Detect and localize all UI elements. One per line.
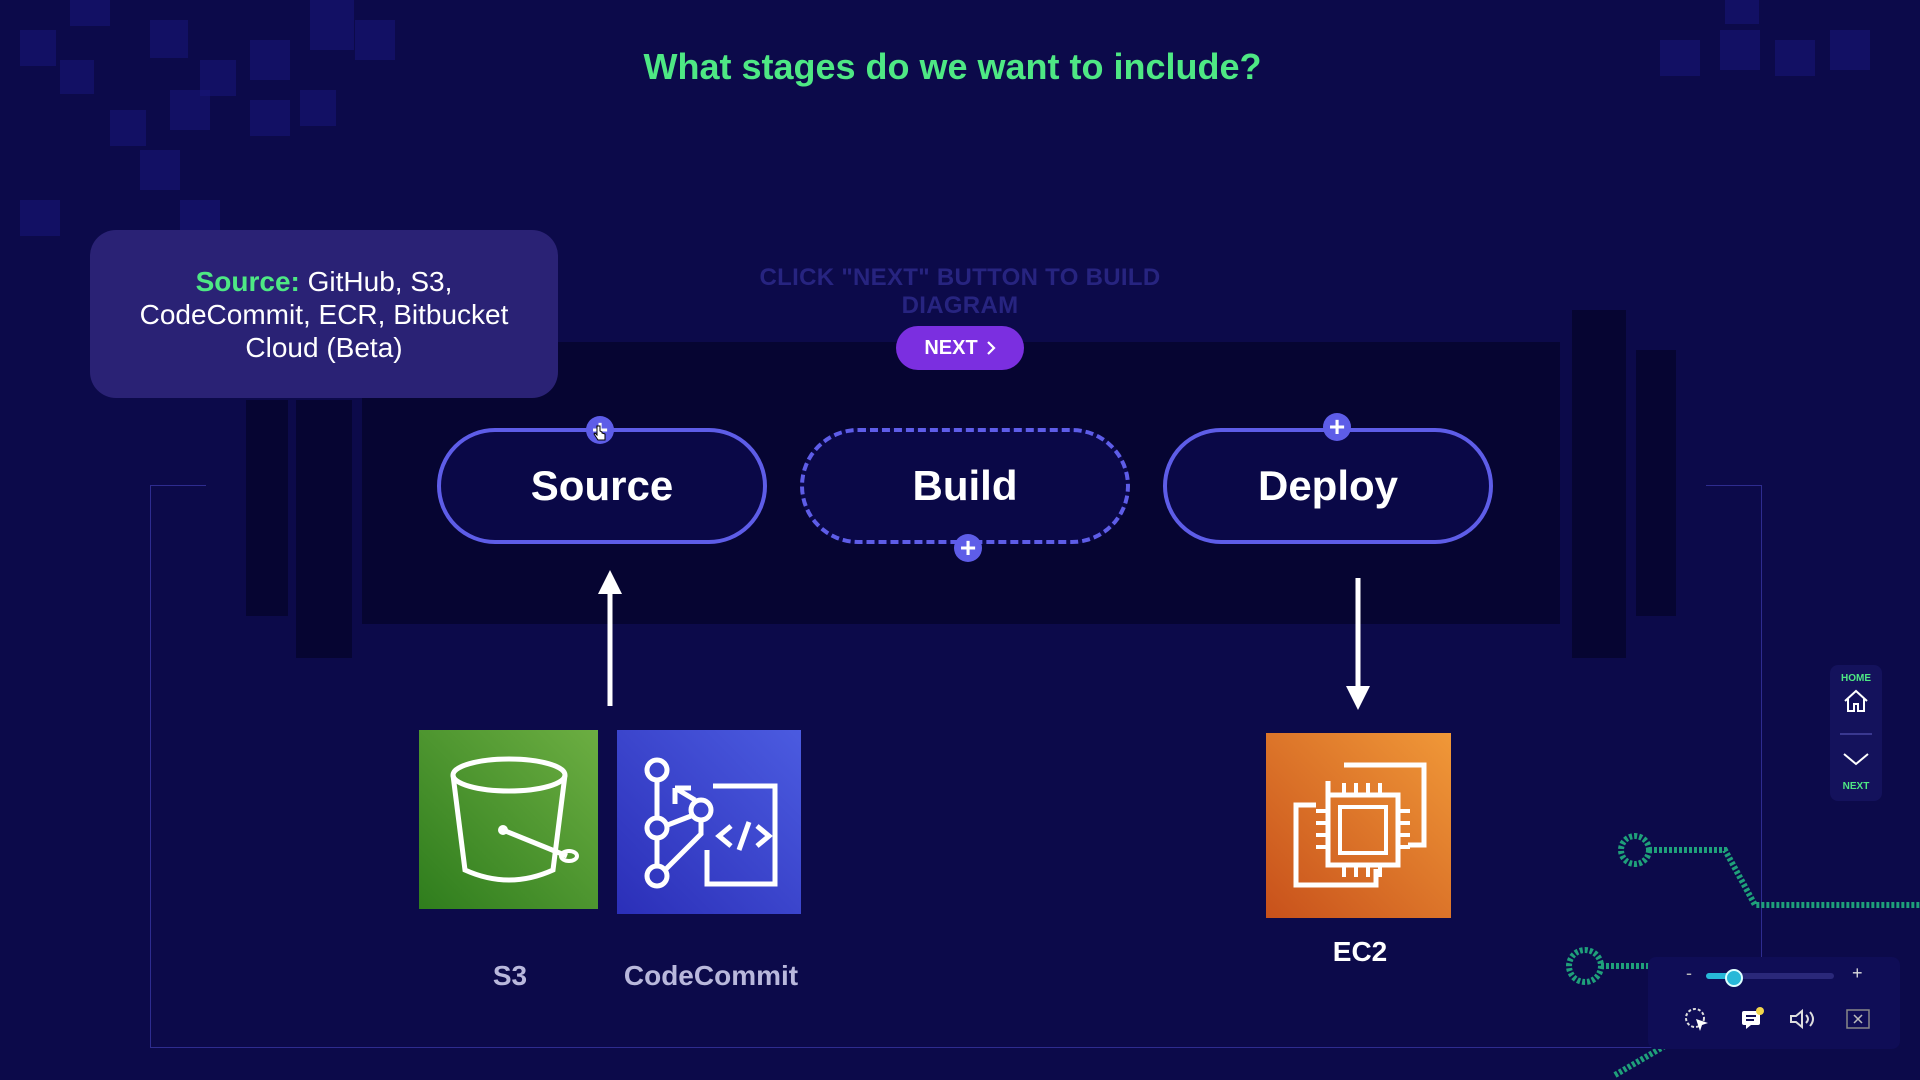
volume-icon[interactable] — [1788, 1007, 1820, 1031]
ec2-chip-icon — [1293, 762, 1427, 888]
backdrop-bar-left — [246, 400, 288, 616]
s3-bucket-icon — [450, 756, 579, 883]
ec2-label: EC2 — [1332, 936, 1388, 967]
s3-tile[interactable] — [419, 730, 598, 909]
next-button-label: NEXT — [924, 336, 978, 359]
frame-top-right — [1706, 485, 1761, 486]
frame-top-left — [150, 485, 206, 486]
backdrop-bar-right-2 — [1636, 350, 1676, 616]
stage-source[interactable]: Source — [437, 428, 767, 544]
tooltip-label: Source: — [195, 265, 300, 297]
zoom-in-button[interactable]: + — [1852, 963, 1863, 983]
stage-source-label: Source — [530, 462, 674, 509]
backdrop-bar-right — [1572, 310, 1626, 658]
tooltip-text: GitHub, S3, CodeCommit, ECR, Bitbucket C… — [139, 265, 509, 363]
stage-build[interactable]: Build — [800, 428, 1130, 544]
build-plus-icon[interactable]: + — [954, 534, 982, 562]
codecommit-tile[interactable] — [617, 730, 801, 914]
zoom-slider-handle[interactable] — [1724, 969, 1743, 987]
stage-deploy[interactable]: Deploy — [1163, 428, 1493, 544]
captions-icon[interactable] — [1740, 1005, 1766, 1031]
instruction-text: CLICK "NEXT" BUTTON TO BUILD DIAGRAM — [759, 264, 1161, 319]
zoom-slider[interactable] — [1706, 969, 1834, 987]
circuit-decoration — [1566, 833, 1920, 1078]
chevron-right-icon — [986, 341, 996, 355]
arrow-up-to-source — [598, 570, 622, 706]
close-icon[interactable] — [1846, 1009, 1870, 1029]
stage-build-label: Build — [912, 462, 1018, 509]
side-navigation: HOME NEXT — [1830, 665, 1882, 801]
arrow-down-to-ec2 — [1346, 578, 1370, 710]
player-controls: - + — [1648, 957, 1900, 1049]
s3-label: S3 — [492, 960, 528, 991]
next-nav-label: NEXT — [1842, 781, 1870, 792]
ec2-tile[interactable] — [1266, 733, 1451, 918]
home-label: HOME — [1841, 673, 1871, 684]
codecommit-icon — [644, 757, 778, 889]
chevron-down-icon[interactable] — [1842, 751, 1870, 767]
mouse-cursor-icon — [593, 425, 606, 441]
diagram-frame — [150, 485, 1762, 1048]
backdrop-bar-left-2 — [296, 400, 352, 658]
home-icon[interactable] — [1843, 689, 1869, 713]
zoom-out-button[interactable]: - — [1686, 963, 1692, 983]
stage-deploy-label: Deploy — [1257, 462, 1399, 509]
next-button[interactable]: NEXT — [896, 326, 1024, 370]
page-title: What stages do we want to include? — [643, 46, 1262, 88]
side-nav-divider — [1840, 733, 1872, 735]
codecommit-label: CodeCommit — [623, 960, 799, 991]
cursor-highlight-icon[interactable] — [1684, 1007, 1710, 1033]
deploy-plus-icon[interactable]: + — [1323, 413, 1351, 441]
source-tooltip: Source: GitHub, S3, CodeCommit, ECR, Bit… — [90, 230, 558, 398]
zoom-slider-fill — [1706, 973, 1732, 979]
